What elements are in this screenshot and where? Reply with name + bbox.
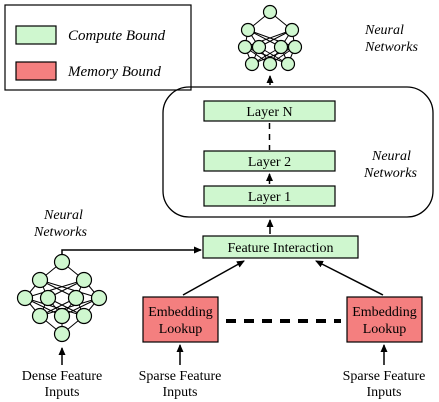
- network-edge: [39, 279, 100, 299]
- legend: Compute Bound Memory Bound: [4, 4, 192, 91]
- network-node: [39, 289, 57, 307]
- network-node: [31, 307, 49, 325]
- network-node: [262, 4, 278, 20]
- dense-input-line2: Inputs: [45, 385, 80, 400]
- arrow-embedding-left-to-interaction: [182, 260, 245, 296]
- mlp-network-label-line2: Networks: [363, 166, 417, 181]
- mlp-stack-container: [162, 86, 434, 218]
- top-network-label-line1: Neural: [364, 23, 404, 38]
- layer-1-label: Layer 1: [248, 190, 291, 205]
- network-edge: [39, 297, 100, 317]
- embedding-lookup-left: [142, 296, 219, 343]
- network-edge: [251, 46, 296, 65]
- sparse-left-input-line1: Sparse Feature: [139, 369, 222, 384]
- top-network-label-line2: Networks: [364, 40, 418, 55]
- network-node: [280, 56, 296, 72]
- dense-network-label-line2: Networks: [33, 225, 87, 240]
- legend-compute-label: Compute Bound: [68, 28, 166, 44]
- layer-n-label: Layer N: [246, 105, 292, 120]
- network-node: [53, 307, 71, 325]
- embedding-lookup-right: [346, 296, 423, 343]
- network-node: [244, 56, 260, 72]
- network-node: [31, 271, 49, 289]
- feature-interaction-box: [202, 235, 359, 259]
- embedding-right-line2: Lookup: [363, 322, 407, 337]
- embedding-left-line1: Embedding: [148, 305, 213, 320]
- embedding-right-line1: Embedding: [352, 305, 417, 320]
- network-edge: [24, 279, 85, 299]
- top-neural-network-icon: [237, 4, 303, 72]
- network-node: [273, 39, 289, 55]
- mlp-network-label-line1: Neural: [371, 149, 411, 164]
- dense-input-line1: Dense Feature: [22, 369, 102, 384]
- feature-interaction-label: Feature Interaction: [227, 241, 333, 256]
- network-node: [75, 307, 93, 325]
- sparse-right-input-line2: Inputs: [367, 385, 402, 400]
- legend-memory-swatch: [15, 61, 57, 81]
- dense-neural-network-icon: [16, 253, 108, 343]
- network-node: [262, 56, 278, 72]
- layer-2-label: Layer 2: [248, 155, 291, 170]
- network-node: [284, 22, 300, 38]
- layer-1-box: [203, 185, 336, 207]
- network-node: [90, 289, 108, 307]
- network-node: [240, 22, 256, 38]
- network-node: [251, 39, 267, 55]
- network-node: [75, 271, 93, 289]
- network-node: [237, 39, 253, 55]
- sparse-right-input-line1: Sparse Feature: [343, 369, 426, 384]
- layer-2-box: [203, 150, 336, 172]
- sparse-left-input-line2: Inputs: [163, 385, 198, 400]
- arrow-dense-to-interaction: [61, 246, 202, 255]
- network-node: [53, 325, 71, 343]
- legend-memory-label: Memory Bound: [67, 64, 161, 80]
- network-node: [16, 289, 34, 307]
- network-node: [287, 39, 303, 55]
- network-node: [67, 289, 85, 307]
- arrow-embedding-right-to-interaction: [315, 260, 384, 296]
- layer-n-box: [203, 100, 336, 122]
- embedding-left-line2: Lookup: [159, 322, 203, 337]
- network-node: [53, 253, 71, 271]
- dense-network-label-line1: Neural: [43, 208, 83, 223]
- legend-compute-swatch: [15, 25, 57, 45]
